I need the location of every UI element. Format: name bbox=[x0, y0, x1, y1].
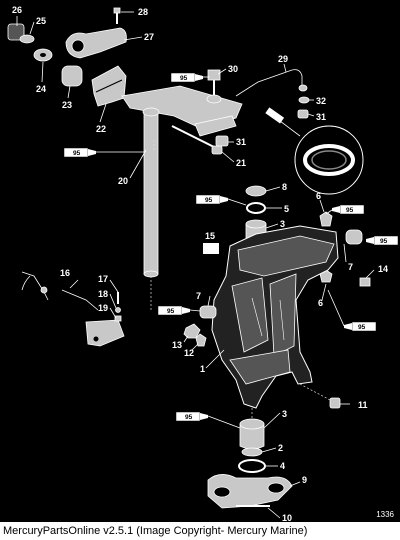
callout-25: 25 bbox=[36, 16, 46, 26]
swivel-pin-20 bbox=[142, 107, 160, 310]
callout-9: 9 bbox=[302, 475, 307, 485]
callout-23: 23 bbox=[62, 100, 72, 110]
lubricant-tube-2: 95 bbox=[63, 147, 144, 158]
callout-12: 12 bbox=[184, 348, 194, 358]
bushing-part-23 bbox=[61, 65, 83, 87]
footer-text: MercuryPartsOnline v2.5.1 (Image Copyrig… bbox=[3, 525, 308, 537]
callout-6-lower: 6 bbox=[318, 298, 323, 308]
callout-11: 11 bbox=[358, 400, 368, 410]
callout-leaders bbox=[16, 11, 375, 519]
callout-13: 13 bbox=[172, 340, 182, 350]
spring-pin-part-21 bbox=[171, 125, 217, 149]
clamp-assembly bbox=[7, 7, 127, 107]
callout-17: 17 bbox=[98, 274, 108, 284]
lubricant-tubes: 95 95 95 95 bbox=[63, 72, 399, 429]
screw-head-part-28 bbox=[113, 7, 121, 14]
sender-wire bbox=[21, 271, 49, 301]
callout-27: 27 bbox=[144, 32, 154, 42]
callout-labels: 26 25 24 23 22 27 28 30 29 32 31 31 21 2… bbox=[12, 5, 388, 522]
callout-4: 4 bbox=[280, 461, 285, 471]
decal-part-15 bbox=[203, 243, 219, 254]
copyright-footer: MercuryPartsOnline v2.5.1 (Image Copyrig… bbox=[0, 522, 400, 540]
cable-part-29 bbox=[235, 69, 303, 97]
sender-body-part-16 bbox=[85, 319, 125, 347]
svg-text:95: 95 bbox=[167, 308, 175, 315]
steering-arm bbox=[121, 85, 243, 137]
washer-part-18 bbox=[115, 307, 121, 313]
callout-24: 24 bbox=[36, 84, 46, 94]
exploded-parts-diagram: 95 95 95 95 bbox=[7, 5, 399, 522]
grease-fitting-part-6-upper bbox=[319, 211, 333, 227]
callout-16: 16 bbox=[60, 268, 70, 278]
seal-inset-circle bbox=[294, 125, 364, 195]
svg-text:95: 95 bbox=[205, 197, 213, 204]
callout-3-lower: 3 bbox=[282, 409, 287, 419]
callout-8: 8 bbox=[282, 182, 287, 192]
lubricant-tube-6: 95 bbox=[157, 305, 201, 316]
callout-6-upper: 6 bbox=[316, 191, 321, 201]
callout-14: 14 bbox=[378, 264, 388, 274]
svg-text:95: 95 bbox=[180, 75, 188, 82]
callout-30: 30 bbox=[228, 64, 238, 74]
swivel-bracket-part-1 bbox=[211, 225, 339, 409]
lubricant-tube-top-right bbox=[265, 107, 285, 124]
lubricant-tube-7: 95 bbox=[327, 289, 377, 332]
svg-text:95: 95 bbox=[185, 414, 193, 421]
callout-26: 26 bbox=[12, 5, 22, 15]
callout-7-right: 7 bbox=[348, 262, 353, 272]
callout-28: 28 bbox=[138, 7, 148, 17]
callout-31-upper: 31 bbox=[316, 112, 326, 122]
callout-15: 15 bbox=[205, 231, 215, 241]
upper-right-hardware bbox=[206, 69, 310, 147]
nut-part-31-upper bbox=[297, 109, 309, 119]
bushing-part-7-left bbox=[199, 305, 217, 319]
nut-part-31-lower bbox=[215, 135, 229, 147]
lubricant-tube-3: 95 bbox=[195, 194, 247, 206]
nut-part-26 bbox=[7, 23, 25, 41]
lubricant-tube-4: 95 bbox=[325, 204, 365, 215]
bolt-head-part-30 bbox=[207, 69, 221, 81]
swivel-pin-shaft bbox=[143, 111, 159, 275]
seal-inset bbox=[275, 117, 364, 195]
callout-2: 2 bbox=[278, 443, 283, 453]
lubricant-tube-8: 95 bbox=[175, 411, 241, 429]
svg-text:95: 95 bbox=[73, 150, 81, 157]
svg-text:95: 95 bbox=[358, 324, 366, 331]
screw-part-14 bbox=[359, 277, 371, 287]
callout-10: 10 bbox=[282, 513, 292, 522]
callout-18: 18 bbox=[98, 289, 108, 299]
callout-21: 21 bbox=[236, 158, 246, 168]
o-ring-part-4 bbox=[238, 459, 266, 473]
lower-yoke-part-9 bbox=[207, 474, 293, 509]
lubricant-tube-1: 95 bbox=[170, 72, 210, 83]
callout-31-lower: 31 bbox=[236, 137, 246, 147]
callout-3-upper: 3 bbox=[280, 219, 285, 229]
callout-32: 32 bbox=[316, 96, 326, 106]
nut-part-19 bbox=[114, 315, 122, 322]
callout-5: 5 bbox=[284, 204, 289, 214]
bushing-part-7-right bbox=[345, 229, 363, 245]
callout-1: 1 bbox=[200, 364, 205, 374]
washer-part-8 bbox=[245, 185, 267, 197]
trim-sender-assembly bbox=[21, 271, 125, 347]
o-ring-part-5 bbox=[246, 202, 266, 214]
svg-text:95: 95 bbox=[346, 207, 354, 214]
svg-text:95: 95 bbox=[380, 238, 388, 245]
callout-19: 19 bbox=[98, 303, 108, 313]
washer-part-25 bbox=[19, 34, 35, 44]
plug-part-11 bbox=[329, 397, 341, 409]
callout-29: 29 bbox=[278, 54, 288, 64]
callout-20: 20 bbox=[118, 176, 128, 186]
washer-part-2 bbox=[241, 447, 263, 457]
lubricant-tube-5: 95 bbox=[366, 235, 399, 246]
figure-code: 1336 bbox=[376, 510, 394, 519]
washer-part-32 bbox=[298, 96, 310, 104]
callout-7-left: 7 bbox=[196, 291, 201, 301]
callout-22: 22 bbox=[96, 124, 106, 134]
